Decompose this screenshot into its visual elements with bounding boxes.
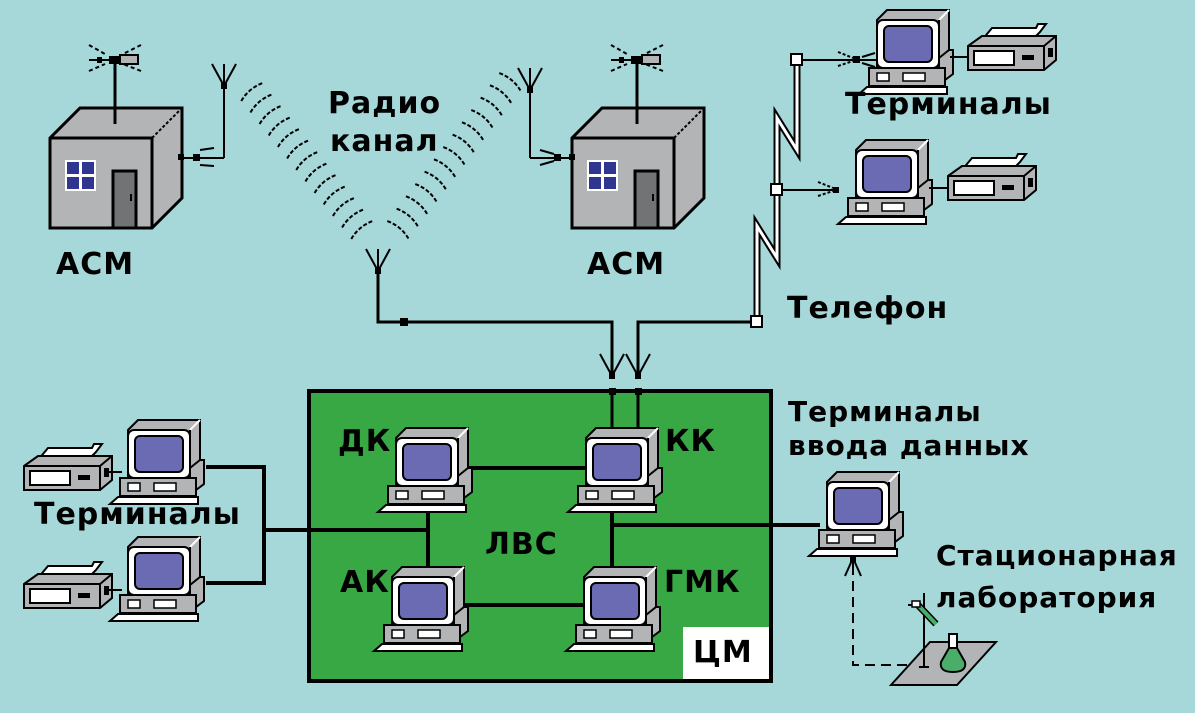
label-lab-line2: лаборатория	[936, 581, 1158, 614]
radio-wave-arc	[424, 170, 447, 191]
radio-wave-arc	[304, 162, 328, 183]
computer-icon	[808, 471, 904, 557]
connector-icon	[817, 51, 859, 197]
label-terminals-input-line1: Терминалы	[788, 395, 982, 428]
radio-wave-arc	[461, 121, 485, 141]
label-lan: ЛВС	[485, 527, 558, 562]
label-asm-left: АСМ	[56, 247, 135, 282]
radio-wave-arc	[277, 128, 300, 148]
radio-wave-arc	[452, 133, 475, 154]
radio-wave-arc	[240, 82, 264, 102]
terminal-1	[23, 419, 205, 505]
computer-icon	[109, 419, 205, 505]
printer-icon	[967, 23, 1057, 71]
label-ak: АК	[340, 565, 390, 600]
building-icon	[48, 106, 184, 230]
label-lab-line1: Стационарная	[936, 539, 1178, 572]
radio-wave-arc	[498, 72, 522, 92]
radio-wave-arc	[442, 146, 466, 166]
printer-icon	[23, 561, 113, 609]
input-terminal-group	[771, 471, 923, 666]
label-terminals-left: Терминалы	[34, 497, 241, 532]
asm-left-station	[48, 43, 237, 230]
radio-antenna-icon	[517, 67, 543, 94]
label-dk: ДК	[338, 424, 392, 459]
radio-wave-arc	[433, 158, 457, 178]
label-cm: ЦМ	[693, 635, 753, 670]
radio-wave-arc	[480, 96, 503, 117]
radio-wave-arc	[405, 195, 429, 215]
radio-wave-arc	[249, 93, 273, 114]
radio-wave-arc	[322, 185, 346, 206]
building-icon	[570, 106, 706, 230]
label-terminals-top: Терминалы	[845, 87, 1052, 122]
computer-icon	[858, 9, 954, 95]
arrow-up-icon	[844, 556, 862, 577]
printer-icon	[23, 443, 113, 491]
radio-antenna-icon	[365, 248, 391, 275]
radio-wave-arc	[414, 183, 438, 203]
radio-wave-arc	[489, 84, 513, 104]
label-telephone: Телефон	[787, 291, 949, 326]
label-radio-line1: Радио	[328, 86, 442, 121]
radio-wave-arc	[350, 220, 374, 240]
label-radio-line2: канал	[330, 124, 439, 159]
central-radio-antenna	[365, 248, 614, 370]
radio-wave-arc	[332, 197, 355, 217]
radio-wave-arc	[470, 109, 494, 129]
radio-wave-arc	[313, 174, 337, 194]
central-input-connectors	[599, 353, 651, 380]
computer-icon	[837, 139, 933, 225]
terminal-2	[837, 139, 1037, 225]
radio-wave-arc	[286, 139, 309, 160]
radio-wave-arc	[258, 105, 282, 125]
radio-wave-arc	[386, 220, 410, 240]
connector-icon	[193, 147, 215, 167]
printer-icon	[947, 153, 1037, 201]
radio-wave-arc	[341, 208, 364, 229]
label-gmk: ГМК	[664, 565, 741, 600]
label-asm-right: АСМ	[587, 247, 666, 282]
terminal-1	[858, 9, 1057, 95]
asm-right-station	[517, 43, 706, 230]
radio-waves	[240, 72, 522, 240]
radio-antenna-icon	[211, 63, 237, 90]
radio-wave-arc	[267, 116, 291, 137]
terminal-2	[23, 536, 205, 622]
connector-icon	[539, 149, 561, 166]
radio-wave-arc	[396, 207, 419, 228]
terminals-left-group	[23, 419, 309, 622]
computer-icon	[109, 536, 205, 622]
radio-wave-arc	[295, 151, 319, 171]
laboratory-icon	[888, 593, 999, 686]
terminals-top-group	[817, 9, 1057, 225]
label-kk: КК	[665, 424, 717, 459]
central-lan-box	[307, 388, 773, 683]
label-terminals-input-line2: ввода данных	[788, 429, 1030, 462]
